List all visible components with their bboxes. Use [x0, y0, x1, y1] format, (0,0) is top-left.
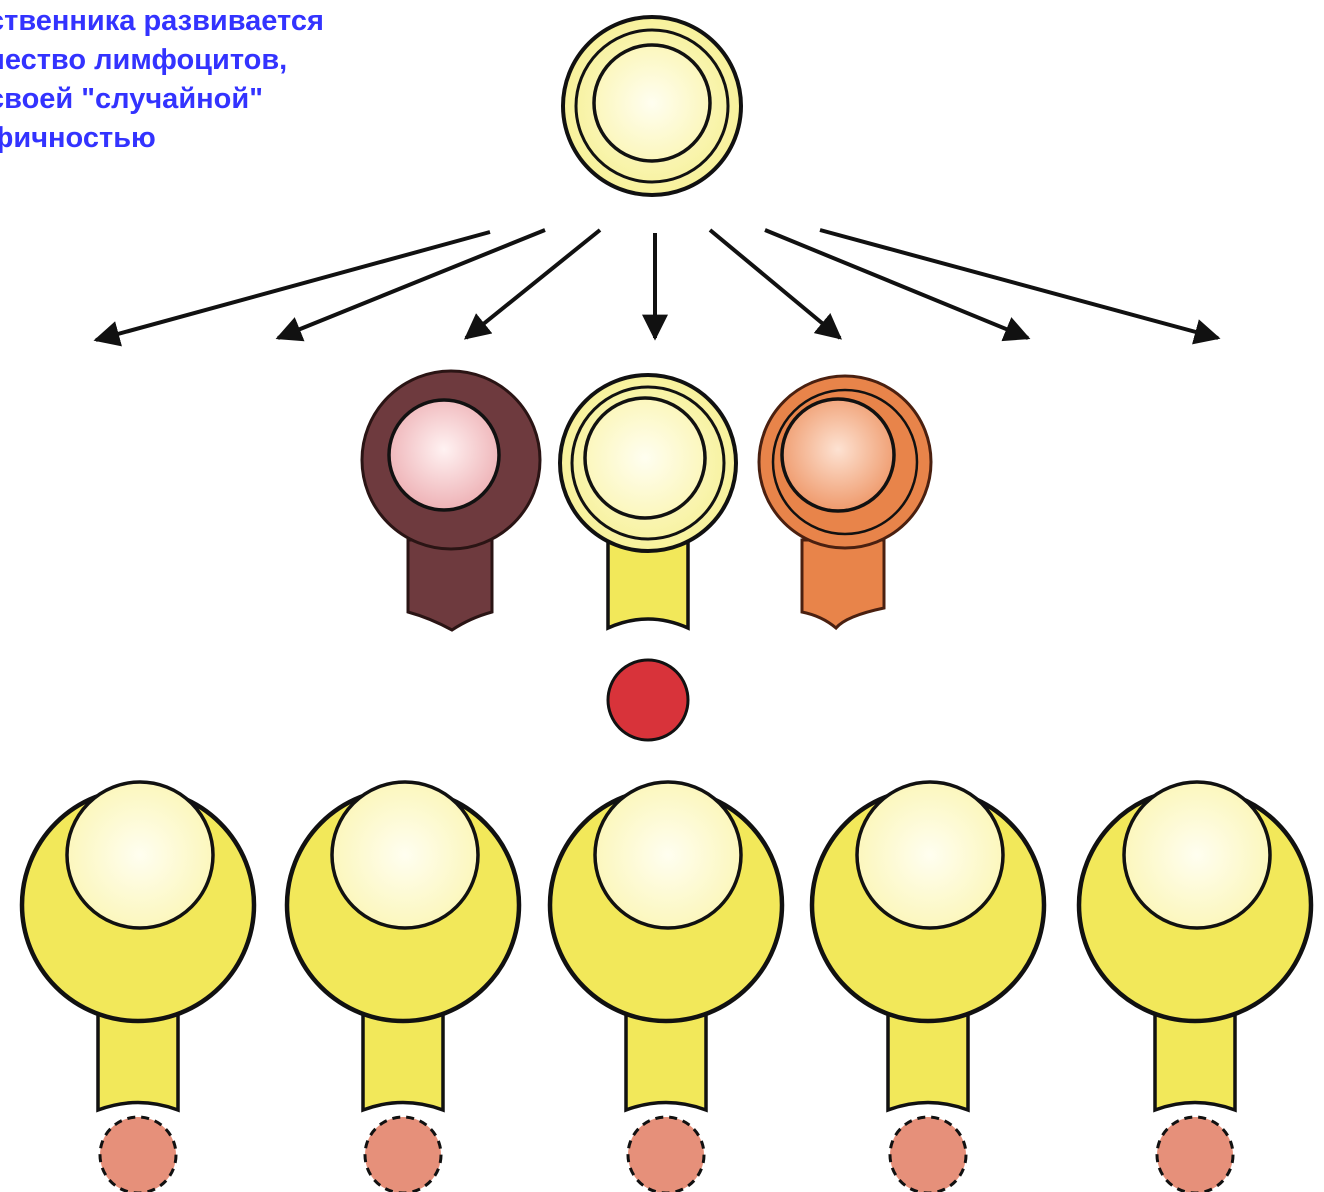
caption-line-3: своей "случайной" [0, 83, 263, 115]
progenitor-cell [561, 15, 743, 197]
arrow-2 [275, 228, 546, 342]
clone-4 [809, 780, 1047, 1192]
arrow-5 [708, 228, 842, 340]
lymphocyte-selected [558, 373, 738, 631]
arrow-6 [764, 228, 1031, 342]
caption-line-2: чество лимфоцитов, [0, 44, 288, 76]
clone-3 [547, 780, 785, 1192]
differentiation-arrows [93, 228, 1221, 347]
arrow-3 [463, 228, 602, 340]
arrow-7 [819, 228, 1221, 345]
clone-1 [19, 780, 257, 1192]
clone-2 [284, 780, 522, 1192]
clone-5 [1076, 780, 1314, 1192]
caption-text: ственника развивается чество лимфоцитов,… [0, 2, 508, 158]
lymphocyte-brown [360, 369, 542, 632]
caption-line-4: фичностью [0, 122, 156, 154]
arrow-1 [93, 230, 491, 347]
lymphocyte-orange [757, 374, 933, 631]
clone-row [19, 780, 1314, 1192]
caption-line-1: ственника развивается [0, 5, 324, 37]
antigen [606, 658, 690, 742]
